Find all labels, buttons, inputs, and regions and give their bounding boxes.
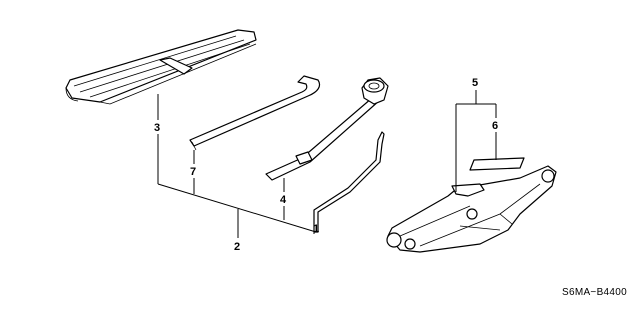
diagram-code: S6MA−B4400	[562, 287, 627, 298]
callout-4: 4	[280, 194, 287, 206]
callout-1: 1	[313, 223, 319, 235]
jack-handle-extension	[189, 75, 321, 151]
callout-3: 3	[154, 122, 160, 134]
pantograph-jack	[386, 157, 557, 253]
leader-lines	[157, 90, 497, 238]
tool-bag	[65, 29, 257, 105]
callout-5: 5	[472, 77, 478, 89]
callout-6: 6	[492, 120, 498, 132]
callout-2: 2	[234, 241, 240, 253]
callout-7: 7	[190, 166, 196, 178]
jack-handle	[313, 131, 385, 233]
wheel-nut-wrench	[265, 77, 389, 181]
